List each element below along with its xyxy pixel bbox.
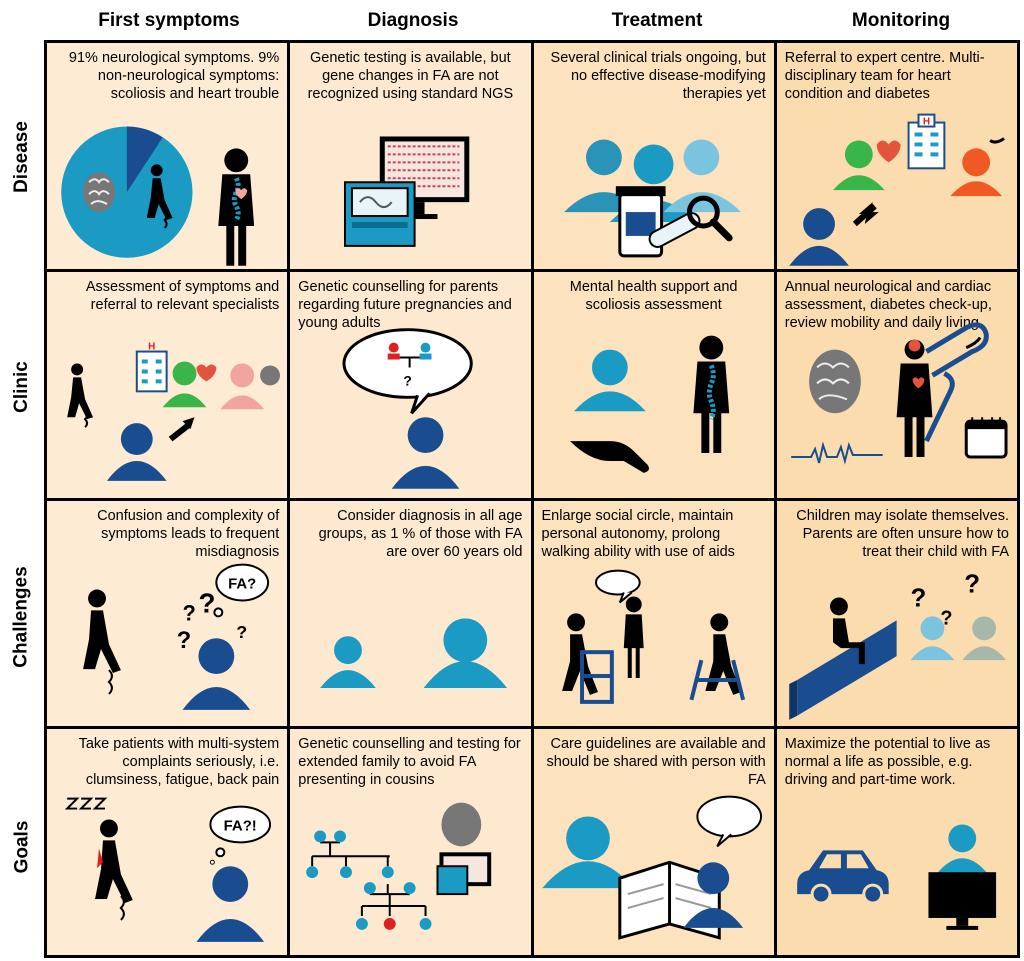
cell-text: Annual neurological and cardiac assessme… — [784, 278, 992, 331]
svg-text:?: ? — [198, 587, 215, 618]
multidisciplinary-team-icon: H — [788, 113, 1005, 266]
row-header-clinic: Clinic — [11, 360, 33, 413]
cell-disease-treatment: Several clinical trials ongoing, but no … — [533, 43, 774, 269]
cell-challenges-treatment: Enlarge social circle, maintain personal… — [533, 500, 774, 727]
svg-text:?: ? — [236, 622, 247, 642]
cell-clinic-monitoring: Annual neurological and cardiac assessme… — [776, 271, 1017, 498]
svg-text:?: ? — [183, 600, 196, 625]
cell-challenges-monitoring: Children may isolate themselves. Parents… — [776, 500, 1017, 727]
fa-question-bubble: FA? — [228, 576, 256, 592]
cell-text: Maximize the potential to live as normal… — [784, 736, 991, 789]
row-header-goals: Goals — [11, 820, 32, 873]
svg-text:?: ? — [177, 627, 192, 654]
cell-text: Genetic counselling for parents regardin… — [298, 278, 512, 331]
annual-assessment-icon — [790, 322, 1008, 465]
cell-goals-diagnosis: Genetic counselling and testing for exte… — [290, 729, 531, 955]
cell-text: Care guidelines are available and should… — [546, 736, 766, 789]
svg-text:H: H — [148, 341, 155, 352]
isolation-icon: ? ? ? — [788, 570, 1006, 720]
cell-text: 91% neurological symptoms. 9% non-neurol… — [68, 50, 280, 102]
cell-disease-diagnosis: Genetic testing is available, but gene c… — [290, 43, 531, 269]
care-guidelines-icon — [541, 795, 762, 941]
walking-aids-icon — [561, 569, 745, 704]
counselling-icon: ? — [342, 327, 474, 489]
column-header-monitoring: Monitoring — [851, 10, 951, 31]
car-and-work-icon — [796, 824, 996, 931]
cell-clinic-first-symptoms: Assessment of symptoms and referral to r… — [47, 271, 288, 498]
mental-health-support-icon — [569, 335, 729, 473]
cell-challenges-diagnosis: Consider diagnosis in all age groups, as… — [290, 500, 531, 727]
fa-exclaim-bubble: FA?! — [224, 819, 257, 835]
svg-text:?: ? — [964, 570, 980, 598]
cell-text: Assessment of symptoms and referral to r… — [85, 278, 280, 313]
column-header-treatment: Treatment — [611, 10, 703, 31]
specialist-referral-icon: H — [67, 341, 280, 481]
pie-chart-icon — [61, 126, 255, 266]
age-groups-icon — [320, 617, 508, 688]
cell-challenges-first-symptoms: Confusion and complexity of symptoms lea… — [47, 500, 288, 727]
column-header-first-symptoms: First symptoms — [98, 10, 240, 31]
pathway-grid: 91% neurological symptoms. 9% non-neurol… — [44, 40, 1020, 958]
cell-goals-monitoring: Maximize the potential to live as normal… — [776, 729, 1017, 955]
cell-text: Several clinical trials ongoing, but no … — [550, 50, 766, 102]
cell-text: Enlarge social circle, maintain personal… — [541, 507, 735, 560]
cell-disease-monitoring: Referral to expert centre. Multi-discipl… — [776, 43, 1017, 269]
cell-clinic-treatment: Mental health support and scoliosis asse… — [533, 271, 774, 498]
cell-disease-first-symptoms: 91% neurological symptoms. 9% non-neurol… — [47, 43, 288, 269]
family-tree-icon — [306, 802, 492, 931]
cell-goals-treatment: Care guidelines are available and should… — [533, 729, 774, 955]
cell-text: Take patients with multi-system complain… — [78, 736, 280, 789]
cell-text: Referral to expert centre. Multi-discipl… — [784, 50, 985, 102]
row-header-disease: Disease — [11, 120, 32, 193]
cell-text: Confusion and complexity of symptoms lea… — [97, 507, 280, 560]
cell-text: Mental health support and scoliosis asse… — [569, 278, 738, 313]
misdiagnosis-icon: FA? ? ? ? ? — [83, 563, 270, 710]
svg-text:?: ? — [910, 584, 926, 612]
cell-goals-first-symptoms: Take patients with multi-system complain… — [47, 729, 288, 955]
cell-text: Genetic counselling and testing for exte… — [298, 736, 521, 789]
cell-text: Genetic testing is available, but gene c… — [307, 50, 514, 102]
counselling-question-mark: ? — [404, 372, 413, 388]
clinical-trials-icon — [563, 139, 741, 258]
cell-text: Children may isolate themselves. Parents… — [796, 507, 1009, 560]
multi-system-complaints-icon: FA?! — [64, 797, 272, 943]
row-header-challenges: Challenges — [11, 565, 32, 668]
genetic-sequencer-icon — [344, 136, 470, 247]
cell-clinic-diagnosis: Genetic counselling for parents regardin… — [290, 271, 531, 498]
svg-text:H: H — [923, 117, 930, 128]
column-header-diagnosis: Diagnosis — [367, 10, 459, 31]
cell-text: Consider diagnosis in all age groups, as… — [318, 507, 523, 560]
